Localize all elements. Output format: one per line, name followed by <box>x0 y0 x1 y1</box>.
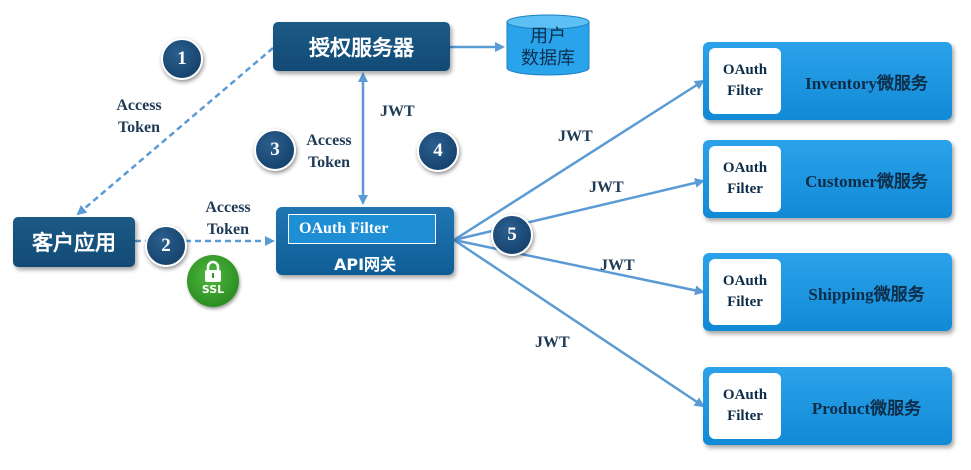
step-badge-1: 1 <box>161 38 203 80</box>
step-badge-3: 3 <box>254 129 296 171</box>
service-customer: OAuth Filter Customer微服务 <box>703 140 952 218</box>
client-app-box: 客户应用 <box>13 217 135 267</box>
service-filter-line1: OAuth <box>722 273 768 289</box>
edge-label-jwt-customer: JWT <box>589 179 624 196</box>
edge-label-jwt-product: JWT <box>535 334 570 351</box>
ssl-badge: SSL <box>187 255 239 307</box>
service-filter-line2: Filter <box>727 83 763 99</box>
service-oauth-filter: OAuth Filter <box>709 48 781 114</box>
service-name: Customer微服务 <box>805 171 928 191</box>
step-badge-2: 2 <box>145 225 187 267</box>
edge-label-line: Access <box>306 132 352 149</box>
service-shipping: OAuth Filter Shipping微服务 <box>703 253 952 331</box>
service-oauth-filter: OAuth Filter <box>709 259 781 325</box>
user-database-label-line2: 数据库 <box>521 48 575 69</box>
gateway-oauth-filter: OAuth Filter <box>288 214 436 244</box>
edge-label-line: Token <box>307 154 351 171</box>
step-badge-5: 5 <box>491 214 533 256</box>
edge-label-access-token-2: Access Token <box>194 197 262 241</box>
edge-label-jwt-auth: JWT <box>380 103 415 120</box>
edge-label-access-token-3: Access Token <box>295 130 363 174</box>
database-cylinder-icon <box>506 14 590 76</box>
step-badge-4: 4 <box>417 130 459 172</box>
edge-label-line: Token <box>206 221 250 238</box>
service-product: OAuth Filter Product微服务 <box>703 367 952 445</box>
api-gateway-box: OAuth Filter API网关 <box>276 207 454 275</box>
edge-label-jwt-shipping: JWT <box>600 257 635 274</box>
service-inventory: OAuth Filter Inventory微服务 <box>703 42 952 120</box>
lock-icon <box>205 260 221 282</box>
arrow-auth-to-client-dashed <box>76 47 274 216</box>
service-filter-line1: OAuth <box>722 62 768 78</box>
edge-label-line: Access <box>116 97 162 114</box>
edge-label-line: Access <box>205 199 251 216</box>
user-database: 用户 数据库 <box>505 14 591 76</box>
service-filter-line2: Filter <box>727 408 763 424</box>
user-database-label-line1: 用户 <box>530 26 566 47</box>
service-filter-line1: OAuth <box>722 160 768 176</box>
service-oauth-filter: OAuth Filter <box>709 146 781 212</box>
arrow-gateway-to-product <box>453 238 705 408</box>
user-database-label: 用户 数据库 <box>505 26 591 70</box>
edge-label-line: Token <box>117 119 161 136</box>
service-filter-line2: Filter <box>727 294 763 310</box>
arrow-gateway-to-inventory <box>453 79 705 242</box>
service-filter-line2: Filter <box>727 181 763 197</box>
edge-label-jwt-inventory: JWT <box>558 128 593 145</box>
edge-label-access-token-1: Access Token <box>105 95 173 139</box>
ssl-label: SSL <box>201 283 225 296</box>
gateway-label: API网关 <box>333 255 397 274</box>
service-filter-line1: OAuth <box>722 387 768 403</box>
service-name: Shipping微服务 <box>808 284 925 304</box>
service-name: Inventory微服务 <box>805 73 928 93</box>
service-oauth-filter: OAuth Filter <box>709 373 781 439</box>
service-name: Product微服务 <box>811 398 922 418</box>
auth-server-box: 授权服务器 <box>273 22 450 71</box>
